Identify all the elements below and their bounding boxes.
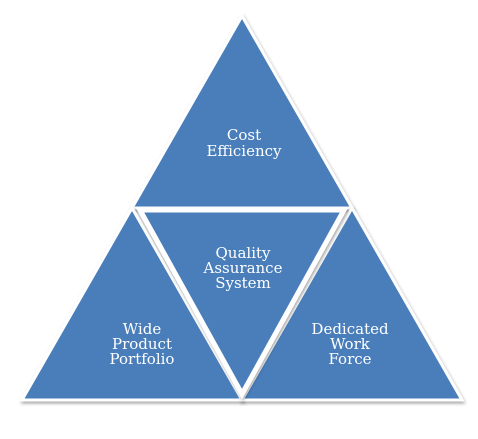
center-label-line2: Assurance [203,259,283,277]
top-label-line2: Efficiency [206,142,282,160]
center-label-line3: System [215,274,271,292]
top-triangle [129,12,355,210]
left-label-line3: Portfolio [110,350,175,368]
left-label: Wide Product Portfolio [110,320,175,368]
right-label-line3: Force [328,350,371,368]
right-label: Dedicated Work Force [311,320,389,368]
center-label: Quality Assurance System [203,244,283,292]
right-triangle [239,204,465,402]
right-label-line1: Dedicated [311,320,389,338]
top-label-line1: Cost [227,126,261,144]
left-label-line2: Product [112,335,172,353]
center-triangle [135,207,349,400]
center-label-line1: Quality [216,244,272,262]
left-triangle [19,204,245,402]
top-label: Cost Efficiency [206,126,282,160]
left-label-line1: Wide [123,320,162,338]
right-label-line2: Work [330,335,371,353]
